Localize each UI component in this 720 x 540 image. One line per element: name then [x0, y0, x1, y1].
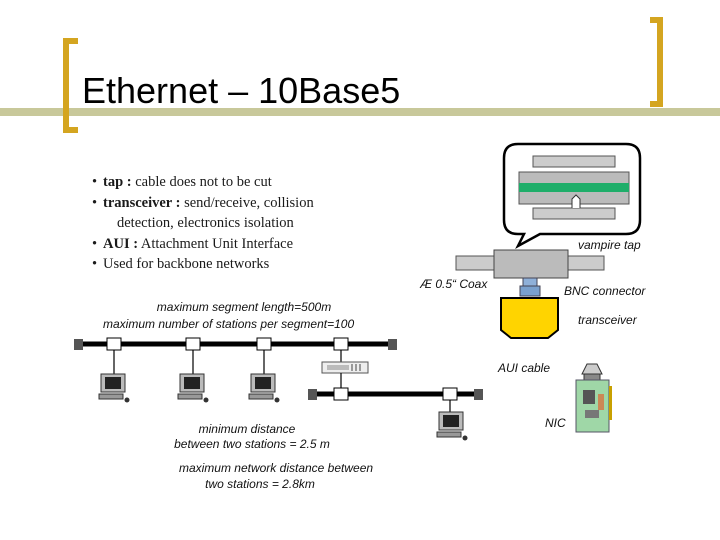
- right-bracket: [650, 17, 663, 107]
- nic-card: [575, 379, 612, 433]
- vampire-tap-callout: [502, 142, 642, 250]
- transceiver: [500, 297, 559, 339]
- bullet-text: Used for backbone networks: [103, 256, 270, 272]
- bullet-text: detection, electronics isolation: [117, 215, 294, 231]
- bullet-transceiver: • transceiver : send/receive, collision: [92, 193, 314, 214]
- bullet-transceiver-continued: detection, electronics isolation: [92, 213, 314, 234]
- bullet-list: • tap : cable does not to be cut • transce…: [92, 172, 314, 275]
- second-segment: [308, 387, 483, 412]
- bullet-term: tap :: [103, 174, 132, 190]
- bullet-dot: •: [92, 194, 98, 211]
- aui-cable: [581, 363, 603, 383]
- bullet-text: cable does not to be cut: [131, 174, 272, 190]
- stations-per-segment-label: maximum number of stations per segment=1…: [103, 317, 355, 331]
- coax-label: Æ 0.5“ Coax: [420, 277, 488, 291]
- bullet-text: Attachment Unit Interface: [138, 235, 294, 252]
- computer-icon: [98, 373, 130, 403]
- bullet-term: AUI :: [103, 235, 139, 252]
- bullet-dot: •: [92, 174, 98, 190]
- bullet-aui: • AUI : Attachment Unit Interface: [92, 234, 314, 255]
- segment-length-label: maximum segment length=500m: [156, 300, 332, 314]
- slide-title: Ethernet – 10Base5: [82, 70, 401, 111]
- transceiver-label: transceiver: [578, 313, 637, 327]
- drop-cables: [113, 350, 342, 374]
- coax-cable: [455, 249, 605, 279]
- bullet-dot: •: [92, 256, 98, 272]
- max-network-label-2: two stations = 2.8km: [205, 477, 315, 491]
- bullet-backbone: • Used for backbone networks: [92, 254, 314, 275]
- bnc-connector-label: BNC connector: [564, 284, 646, 298]
- bullet-tap: • tap : cable does not to be cut: [92, 172, 314, 193]
- bnc-connector: [519, 277, 541, 297]
- bullet-text: send/receive, collision: [180, 194, 314, 211]
- backbone-cable: [74, 339, 397, 350]
- repeater: [321, 361, 369, 388]
- header-stripe: [0, 108, 720, 116]
- computer-icon: [177, 373, 209, 403]
- bullet-term: transceiver :: [103, 194, 181, 211]
- aui-cable-label: AUI cable: [498, 361, 551, 375]
- computer-icon: [248, 373, 280, 403]
- min-distance-label-1: minimum distance: [198, 422, 296, 436]
- nic-label: NIC: [545, 416, 566, 430]
- left-bracket: [63, 38, 78, 133]
- min-distance-label-2: between two stations = 2.5 m: [174, 437, 330, 451]
- backbone-taps: [106, 337, 349, 351]
- computer-icon: [436, 411, 468, 441]
- max-network-label-1: maximum network distance between: [178, 461, 374, 475]
- vampire-tap-label: vampire tap: [578, 238, 641, 252]
- bullet-dot: •: [92, 235, 98, 252]
